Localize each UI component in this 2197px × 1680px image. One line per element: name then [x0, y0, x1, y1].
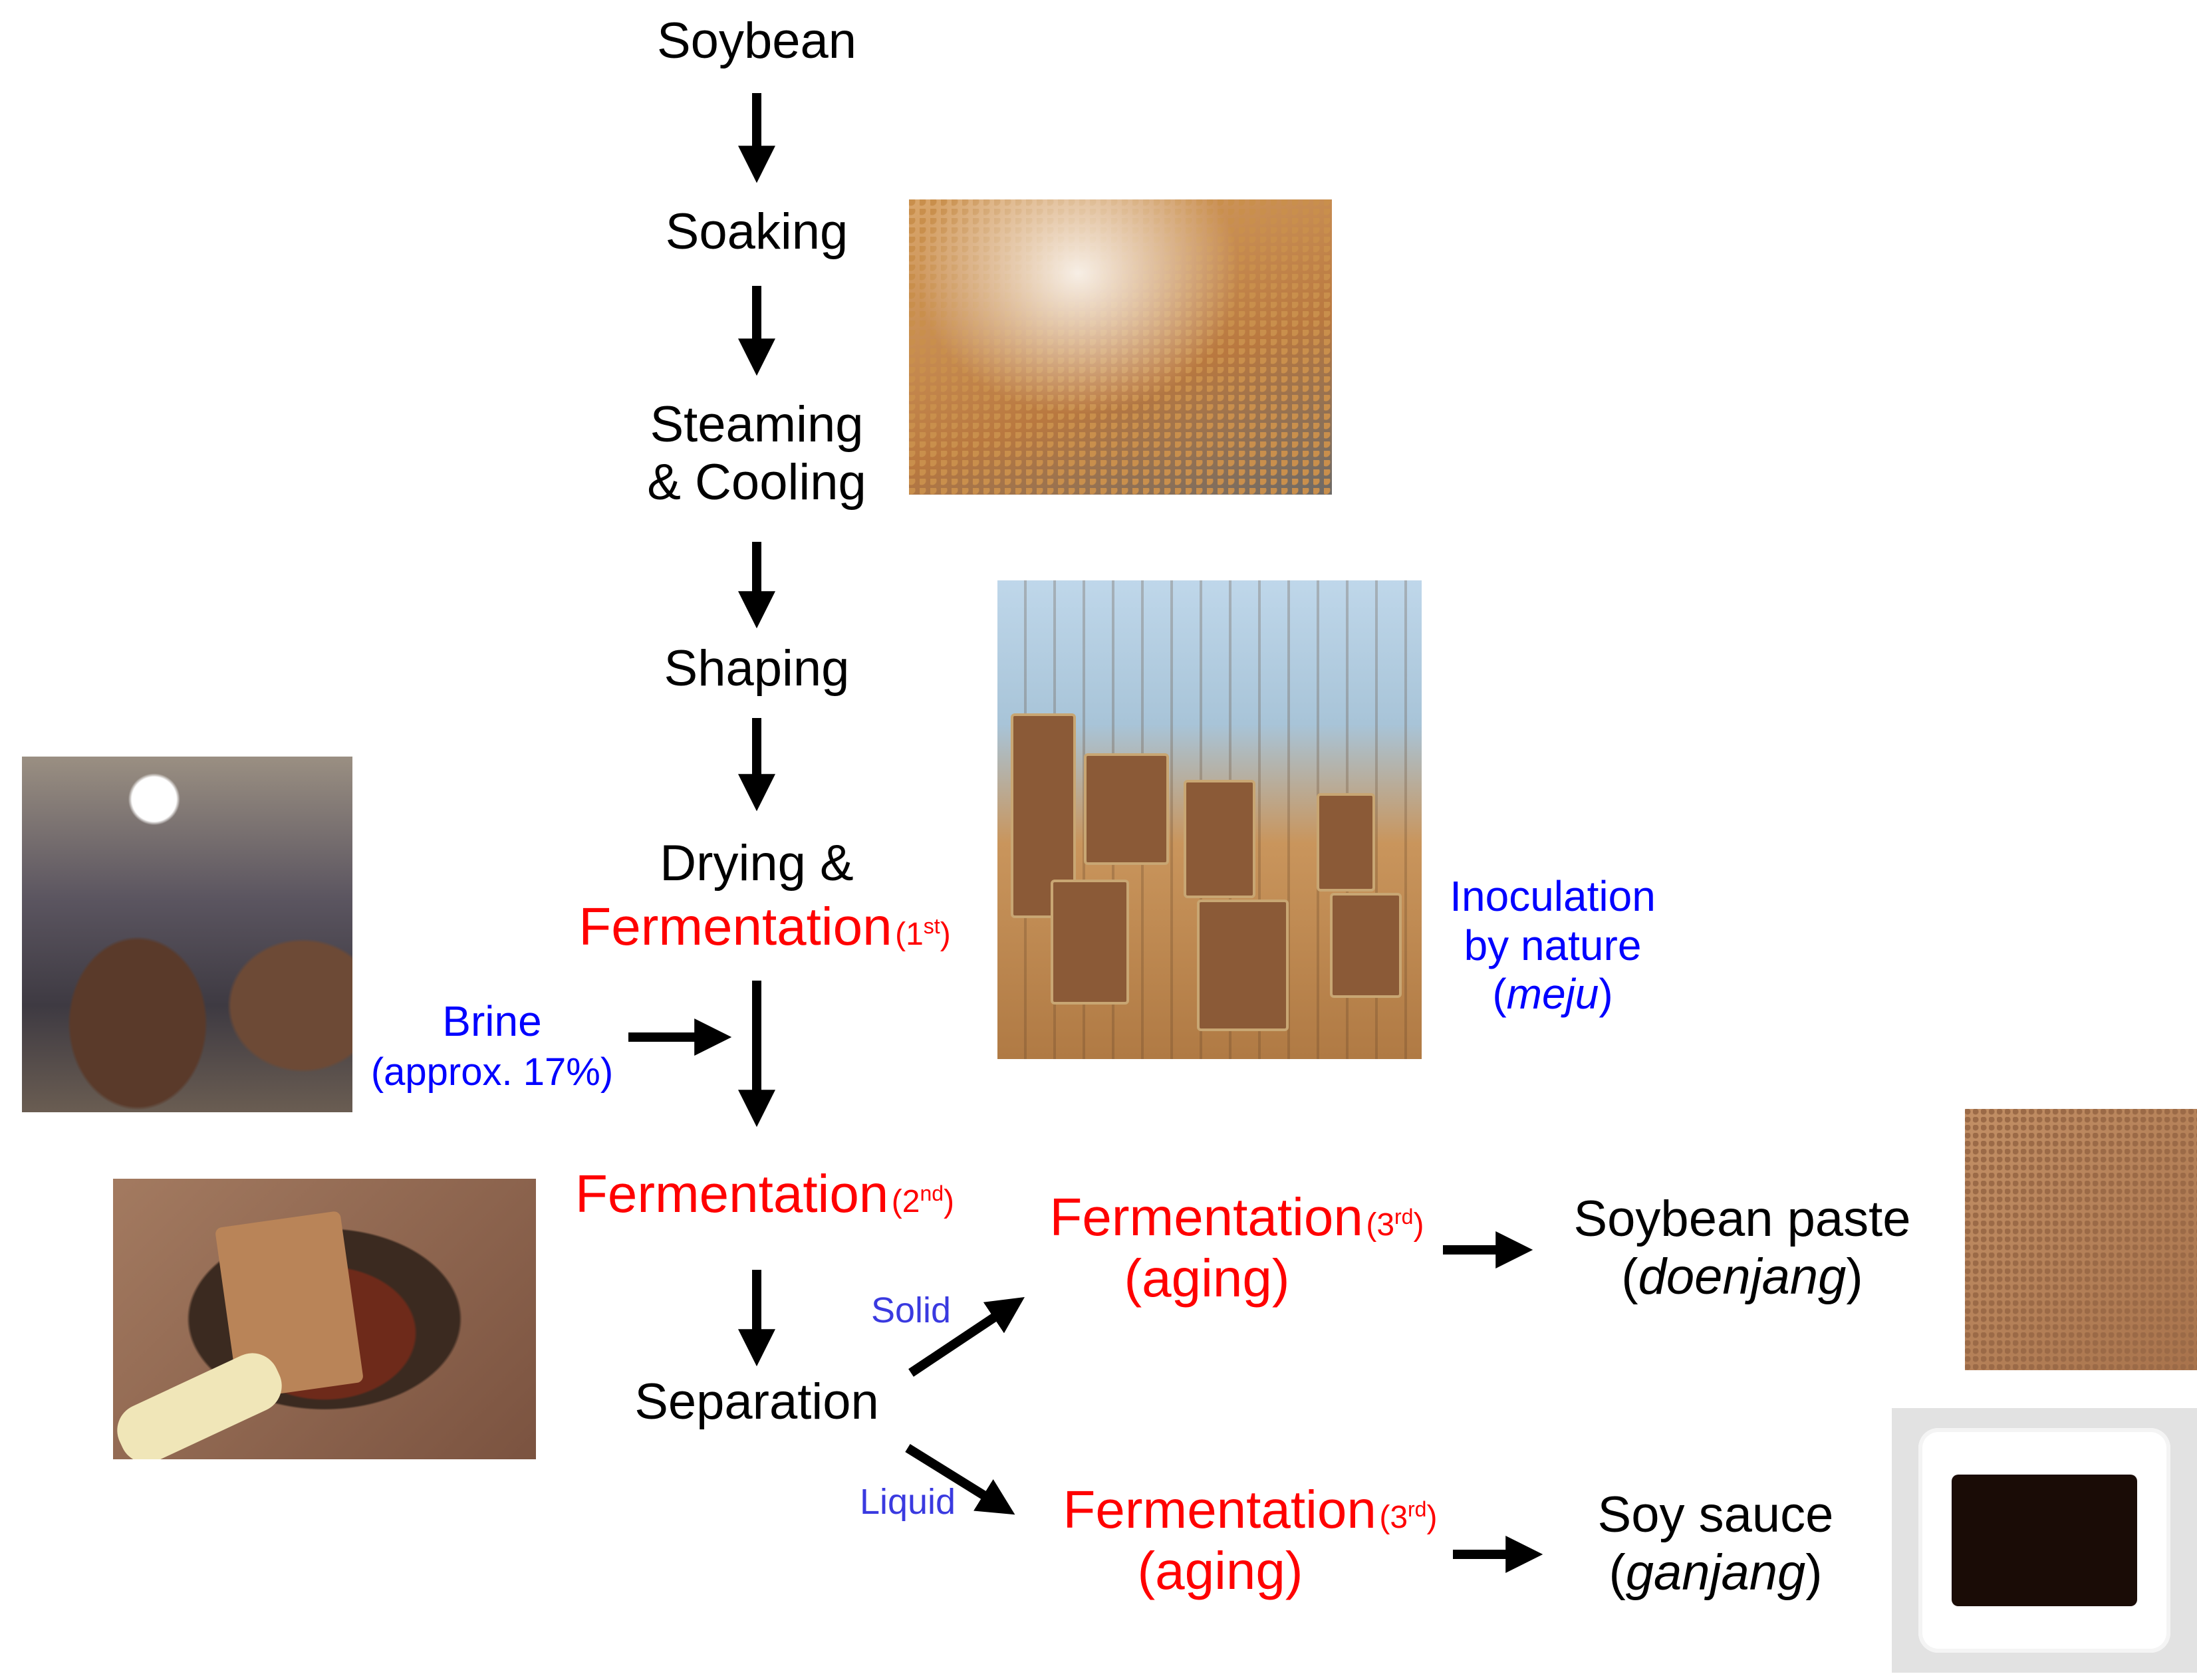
inoculation-line3: (meju): [1492, 970, 1613, 1019]
photo-steamed-soybeans: [909, 199, 1332, 495]
product-soy-sauce: Soy sauce (ganjang): [1543, 1486, 1888, 1602]
step-steaming: Steaming & Cooling: [590, 396, 923, 512]
photo-soy-sauce-dish: [1892, 1408, 2197, 1673]
meju-term: meju: [1506, 970, 1599, 1019]
fermentation-third-solid-label: Fermentation: [1049, 1187, 1363, 1247]
fermentation-third-liquid-aging: (aging): [1137, 1541, 1303, 1600]
step-soaking: Soaking: [665, 203, 848, 260]
fermentation-first-label: Fermentation: [579, 897, 892, 956]
soybean-paste-label: Soybean paste: [1573, 1191, 1911, 1247]
soy-sauce-term: (ganjang): [1609, 1544, 1823, 1602]
fermentation-third-liquid-ordinal: (3rd): [1379, 1497, 1438, 1535]
photo-meju-in-jar: [113, 1179, 536, 1459]
fermentation-second-label: Fermentation: [575, 1164, 889, 1223]
liquid-label: Liquid: [859, 1482, 956, 1522]
fermentation-second: Fermentation (2nd): [549, 1163, 981, 1225]
step-steaming-line1: Steaming: [650, 396, 864, 453]
fermentation-third-solid: Fermentation (3rd) (aging): [1004, 1187, 1470, 1309]
brine-detail: (approx. 17%): [370, 1050, 614, 1094]
photo-brine-jars: [22, 757, 352, 1112]
step-steaming-line2: & Cooling: [647, 454, 866, 511]
fermentation-third-solid-ordinal: (3rd): [1366, 1205, 1424, 1243]
photo-hanging-meju: [997, 580, 1422, 1059]
fermentation-third-solid-aging: (aging): [1124, 1249, 1290, 1308]
step-drying: Drying &: [660, 835, 854, 892]
fermentation-second-ordinal: (2nd): [891, 1181, 955, 1219]
arrow-separation-to-liquid: [905, 1444, 1015, 1515]
inoculation-line1: Inoculation: [1450, 872, 1656, 920]
photo-soybean-paste: [1965, 1109, 2197, 1370]
product-soybean-paste: Soybean paste (doenjang): [1543, 1190, 1942, 1306]
brine-label: Brine: [442, 997, 542, 1045]
inoculation-line2: by nature: [1464, 921, 1642, 969]
fermentation-first-ordinal: (1st): [895, 914, 951, 952]
fermentation-first: Fermentation (1st): [549, 896, 981, 957]
arrow-separation-to-solid: [908, 1297, 1025, 1377]
step-soybean: Soybean: [656, 13, 857, 69]
inoculation-note: Inoculation by nature (meju): [1426, 872, 1679, 1019]
soybean-paste-term: (doenjang): [1621, 1249, 1863, 1306]
fermentation-third-liquid-label: Fermentation: [1063, 1480, 1376, 1539]
step-separation: Separation: [634, 1374, 879, 1430]
fermentation-third-liquid: Fermentation (3rd) (aging): [1017, 1479, 1483, 1602]
step-shaping: Shaping: [664, 640, 850, 697]
soy-sauce-label: Soy sauce: [1597, 1487, 1834, 1543]
solid-label: Solid: [870, 1290, 952, 1330]
